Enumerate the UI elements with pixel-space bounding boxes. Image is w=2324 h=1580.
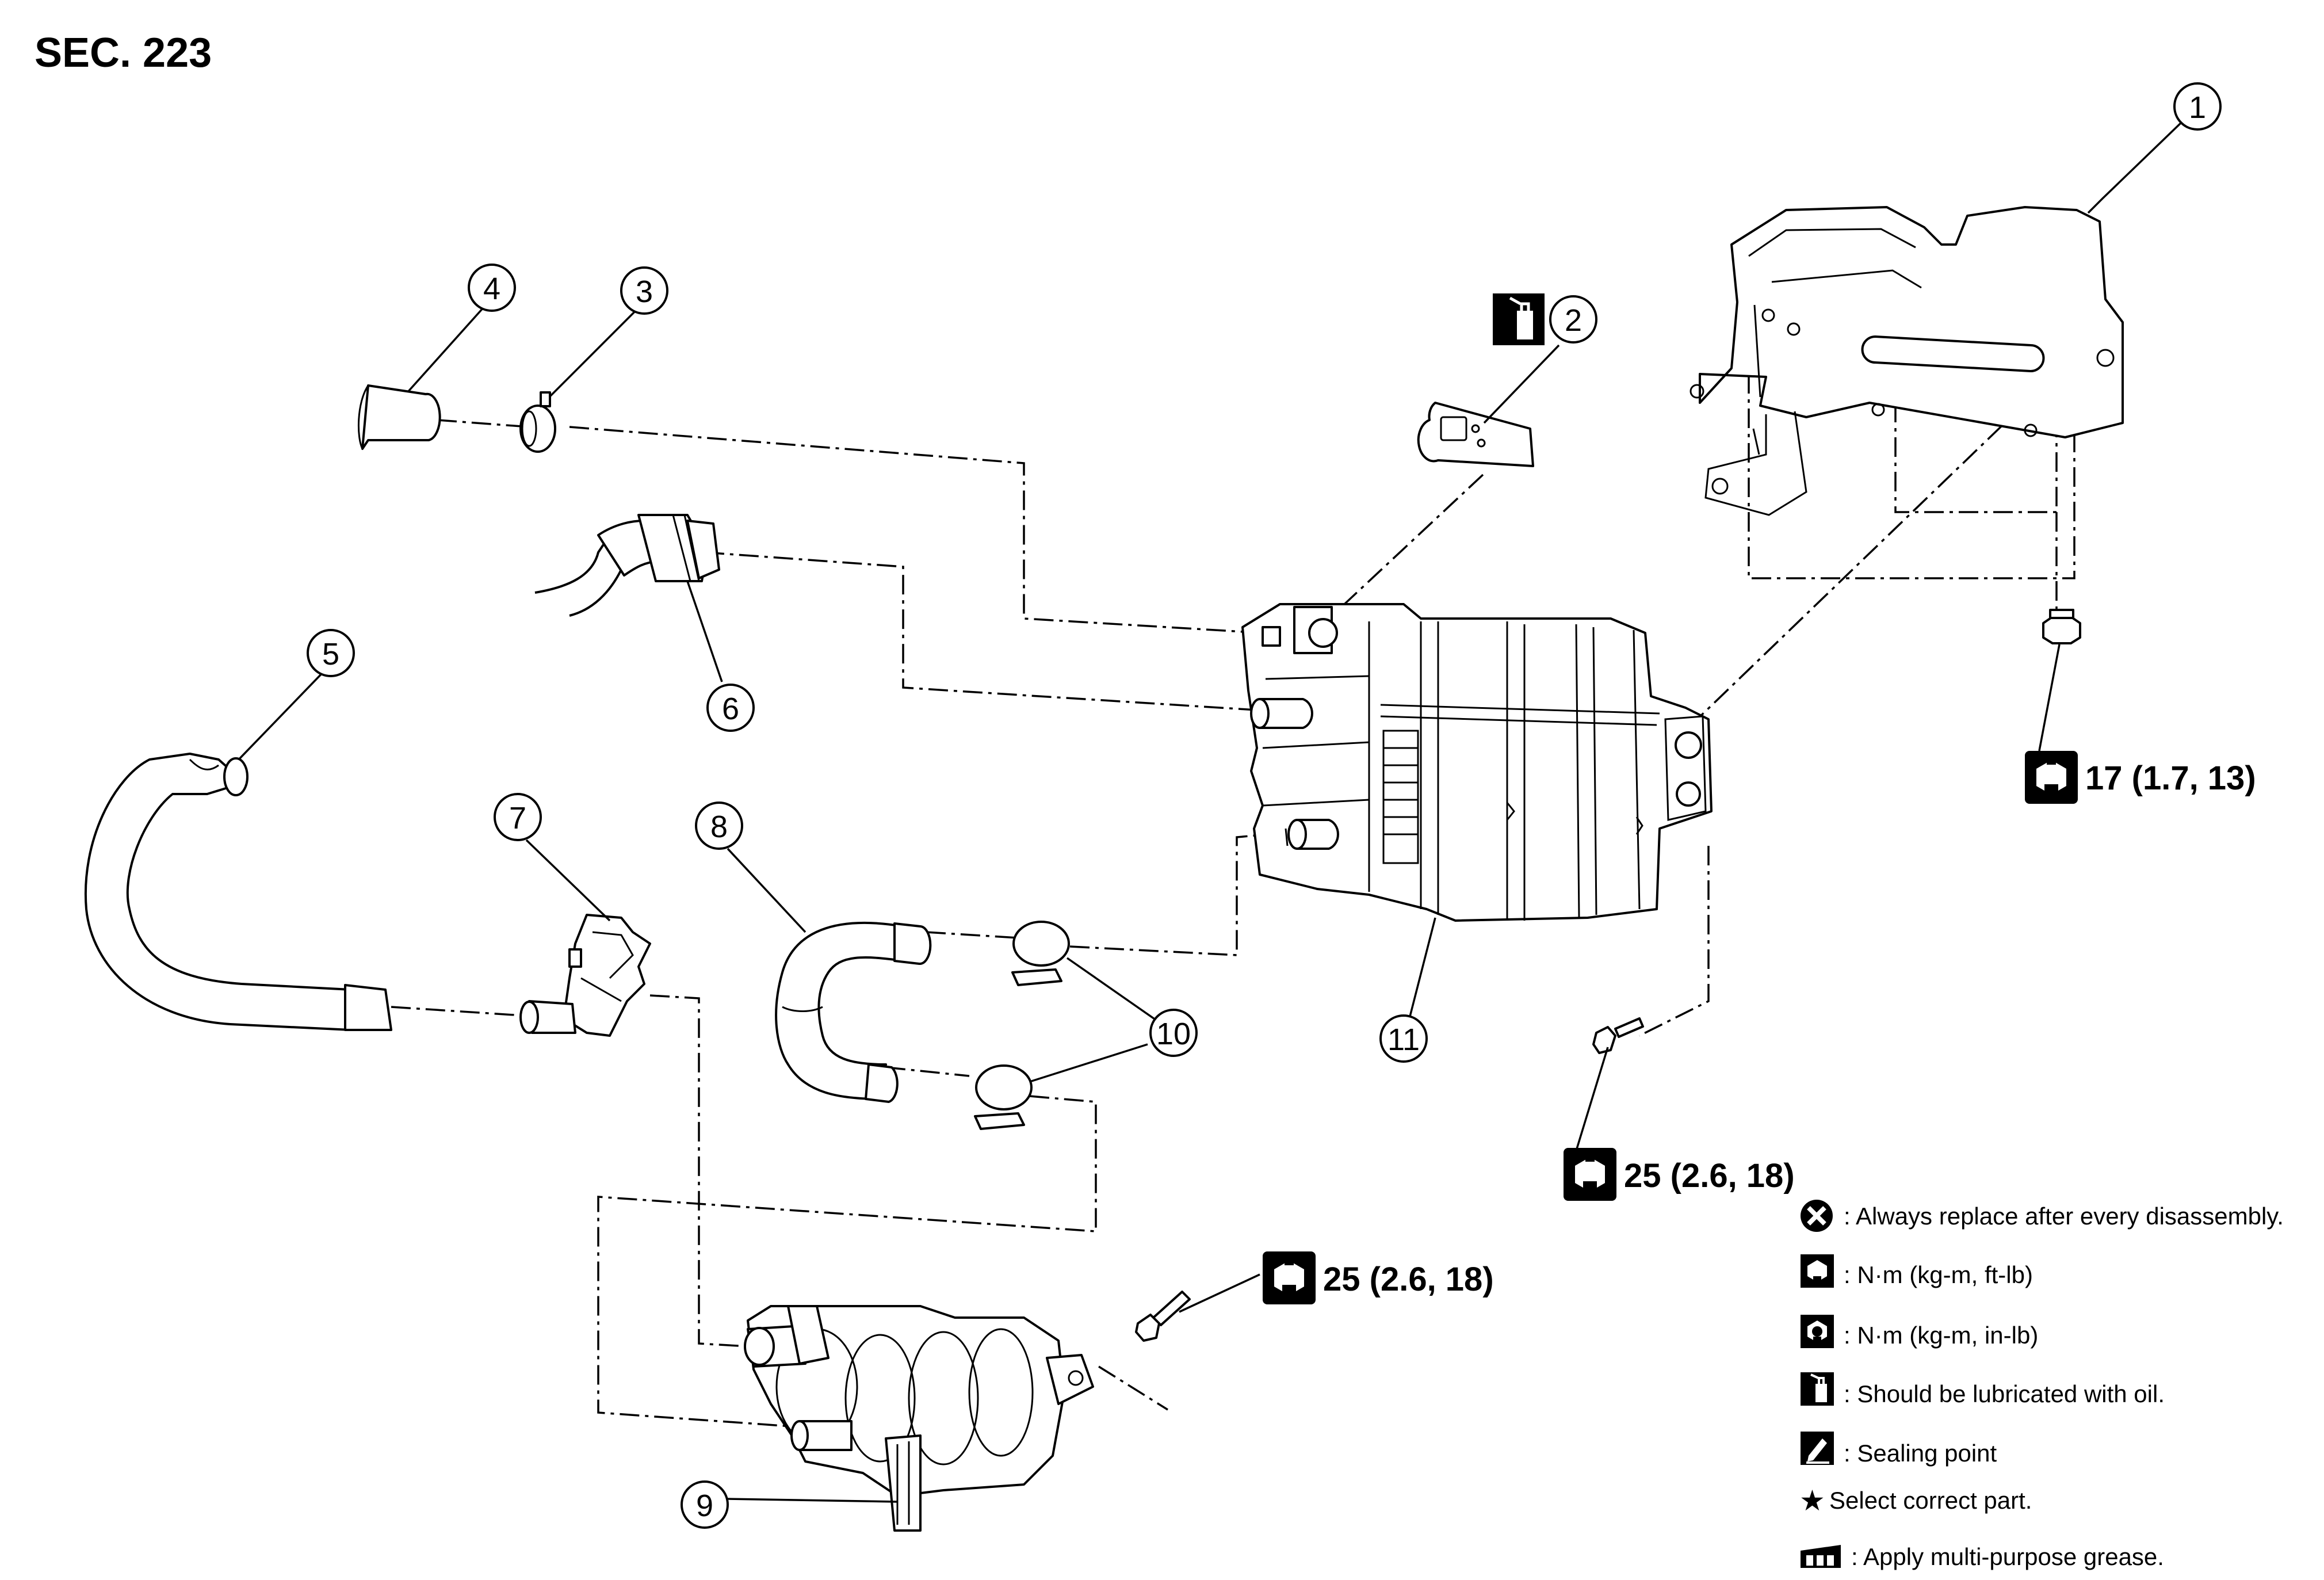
legend-row-grease: : Apply multi-purpose grease. [1801,1543,2164,1570]
legend-row-select-part: ★ Select correct part. [1799,1484,2032,1517]
section-title: SEC. 223 [35,30,212,76]
torque-wrench-icon [2025,751,2078,804]
always-replace-icon [1801,1200,1833,1232]
svg-text:10: 10 [1156,1017,1191,1051]
svg-text:4: 4 [483,272,500,306]
clamp-upper [1011,921,1070,986]
svg-text:9: 9 [696,1489,713,1523]
callout-5: 5 [307,629,355,677]
callout-2: 2 [1549,295,1597,344]
callout-11: 11 [1379,1014,1428,1063]
torque-ft-lb-icon [1801,1254,1834,1288]
legend-row-oil: : Should be lubricated with oil. [1801,1372,2165,1407]
svg-text:17 (1.7, 13): 17 (1.7, 13) [2085,760,2256,797]
svg-text:: N·m (kg-m, in-lb): : N·m (kg-m, in-lb) [1844,1322,2038,1349]
clamp-lower [974,1064,1033,1130]
svg-text:: Sealing point: : Sealing point [1844,1440,1997,1467]
svg-text:25 (2.6, 18): 25 (2.6, 18) [1323,1261,1494,1298]
legend-row-always-replace: : Always replace after every disassembly… [1801,1200,2284,1232]
torque-wrench-icon [1263,1251,1316,1304]
svg-text:: Apply multi-purpose grease.: : Apply multi-purpose grease. [1851,1543,2164,1570]
hose-quick-connector [534,514,720,617]
canister-bolt [1592,1017,1644,1054]
star-icon: ★ [1799,1484,1825,1517]
lower-canister [744,1305,1094,1532]
legend: : Always replace after every disassembly… [1799,1200,2284,1570]
bracket [1690,206,2124,516]
callout-1: 1 [2173,82,2222,131]
canister-port-purge [1250,698,1313,729]
svg-text:6: 6 [722,692,739,726]
hose-stub [358,384,441,450]
evap-canister [1241,603,1713,922]
callout-8: 8 [695,802,743,850]
oil-lubricate-icon [1801,1372,1834,1406]
drain-filter [1417,402,1534,467]
canister-port-drain [1262,606,1338,654]
torque-in-lb-icon [1801,1315,1834,1348]
svg-text:Select correct part.: Select correct part. [1829,1487,2032,1514]
svg-text:25 (2.6, 18): 25 (2.6, 18) [1624,1157,1795,1194]
callout-10: 10 [1149,1009,1198,1057]
vent-valve [519,914,651,1037]
callout-6: 6 [706,684,755,732]
callout-9: 9 [681,1480,729,1529]
oil-lubricate-icon [1493,293,1545,345]
canister-port-vent [1287,819,1339,850]
grease-icon [1801,1545,1841,1568]
svg-text:7: 7 [509,801,526,835]
callout-3: 3 [620,266,668,315]
torque-label-bracket-bolt: 17 (1.7, 13) [2025,751,2256,804]
torque-label-lower-canister-bolt: 25 (2.6, 18) [1263,1251,1494,1304]
hose-long [84,753,392,1031]
svg-text:3: 3 [636,274,653,309]
bracket-bolt [2042,609,2081,644]
svg-text:5: 5 [322,637,339,671]
torque-label-canister-bolt: 25 (2.6, 18) [1564,1148,1795,1201]
hose-clamp [519,391,556,453]
svg-text:1: 1 [2189,90,2206,125]
callout-7: 7 [494,793,542,841]
svg-text:8: 8 [710,810,728,844]
legend-row-torque-ft-lb: : N·m (kg-m, ft-lb) [1801,1254,2033,1288]
svg-text:: Always replace after every d: : Always replace after every disassembly… [1844,1203,2284,1230]
legend-row-sealing: : Sealing point [1801,1432,1997,1467]
lower-canister-bolt [1135,1291,1191,1342]
svg-text:: N·m (kg-m, ft-lb): : N·m (kg-m, ft-lb) [1844,1261,2033,1288]
svg-text:2: 2 [1565,303,1582,338]
leader-lines [238,120,2184,1503]
torque-wrench-icon [1564,1148,1616,1201]
legend-row-torque-in-lb: : N·m (kg-m, in-lb) [1801,1315,2038,1349]
svg-text:11: 11 [1387,1022,1420,1057]
hose-u-shaped [775,922,932,1103]
svg-text:: Should be lubricated with oi: : Should be lubricated with oil. [1844,1380,2165,1407]
callout-4: 4 [468,264,516,312]
sealing-point-icon [1801,1432,1834,1465]
